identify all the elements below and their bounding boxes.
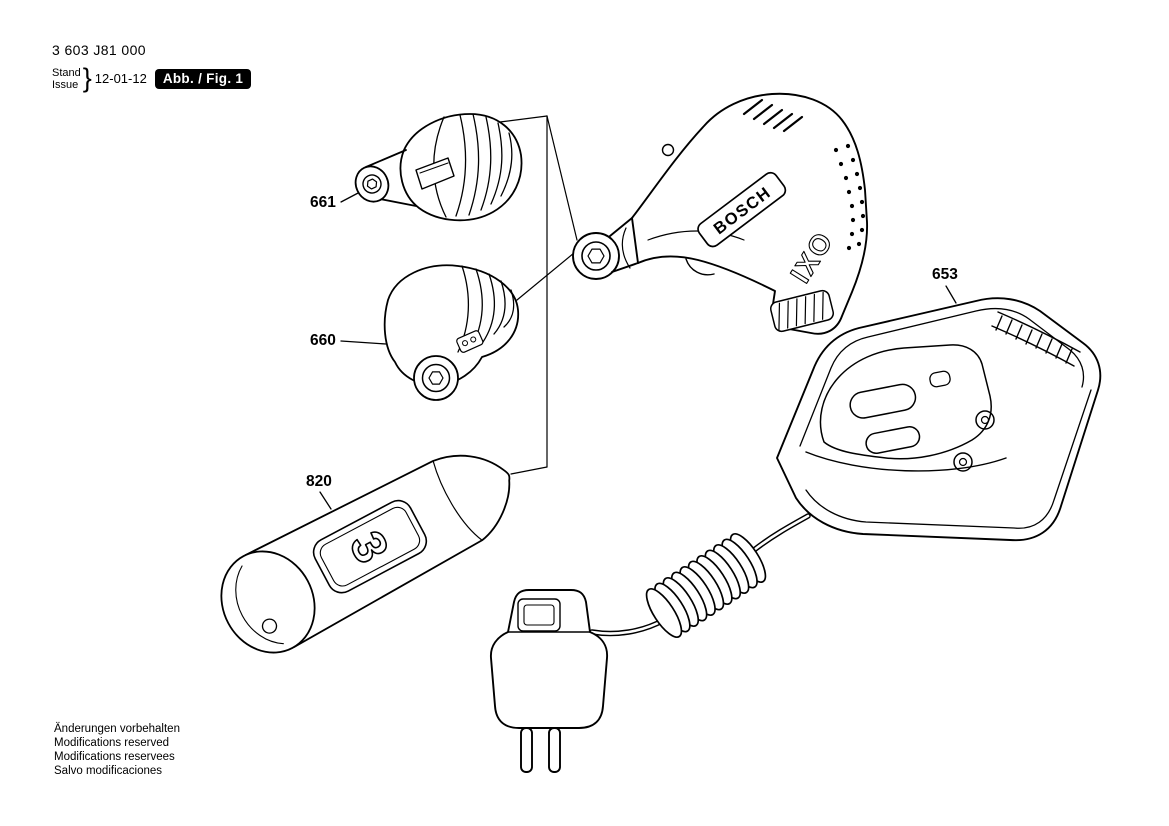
footer-line-es: Salvo modificaciones [54,765,163,777]
leader-lines [319,191,957,510]
issue-label: Issue [52,78,79,91]
brace-glyph: } [82,63,92,93]
power-supply-drawing [490,589,608,773]
screwdriver-drawing: BOSCH IXO [572,92,868,335]
document-part-number: 3 603 J81 000 [52,42,146,58]
footer-line-de: Änderungen vorbehalten [54,723,180,735]
battery-drawing: 3 [220,454,511,654]
issue-row: Stand Issue } 12-01-12 Abb. / Fig. 1 [52,63,252,94]
title-block: 3 603 J81 000 Stand Issue } 12-01-12 Abb… [52,42,252,94]
angle-adapter-drawing [354,113,523,222]
battery-foot [769,289,835,333]
issue-date: 12-01-12 [94,71,147,86]
footer-notes: Änderungen vorbehalten Modifications res… [54,722,180,778]
grip-dots [833,143,866,251]
stand-label: Stand [52,66,81,79]
footer-line-fr: Modifications reservees [54,751,175,763]
offset-adapter-drawing [383,264,519,401]
plug-prong [548,727,561,773]
part-label-661: 661 [310,194,336,211]
issue-labels: Stand Issue [52,67,81,91]
part-label-820: 820 [306,473,332,490]
footer-line-en: Modifications reserved [54,737,170,749]
cable-coil [645,533,767,638]
part-label-653: 653 [932,266,958,283]
charger-drawing [776,297,1102,542]
figure-badge: Abb. / Fig. 1 [154,68,252,89]
part-label-660: 660 [310,332,336,349]
power-cable [589,513,811,637]
plug-prong [520,727,533,773]
assembly-lines [499,115,578,475]
